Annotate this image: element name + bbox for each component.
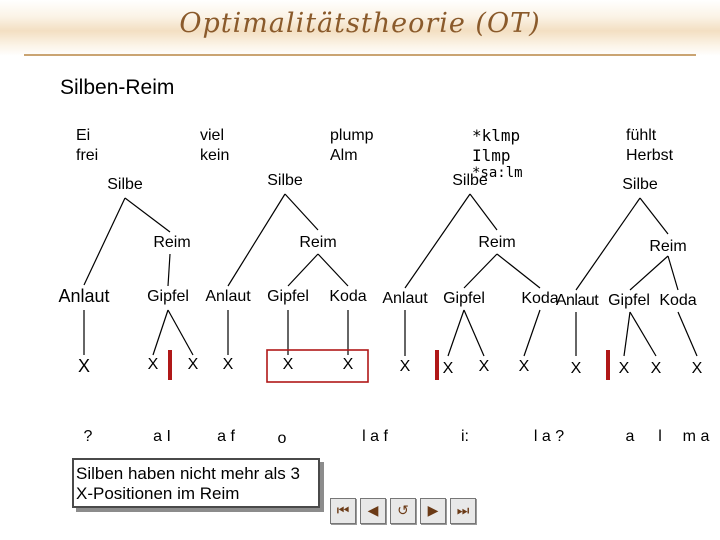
- word-line: Ei: [76, 127, 91, 144]
- word-line: *sa:lm: [472, 165, 523, 181]
- x-slot: X: [187, 356, 199, 373]
- word-group-3: plump Alm: [330, 126, 374, 166]
- silbe-label: Silbe: [622, 176, 658, 193]
- gipfel-label: Gipfel: [608, 292, 650, 309]
- x-slot: X: [222, 356, 234, 373]
- slide-title: Silben-Reim: [60, 76, 175, 99]
- silbe-label: Silbe: [452, 172, 488, 189]
- x-slot: X: [147, 356, 159, 373]
- anlaut-label: Anlaut: [555, 292, 599, 309]
- x-slot: X: [518, 358, 530, 375]
- x-slot: X: [77, 356, 91, 376]
- boundary-marker: [435, 350, 439, 380]
- segment-symbol: o: [277, 430, 287, 447]
- banner-title: Optimalitätstheorie (OT): [179, 8, 541, 39]
- koda-label: Koda: [329, 288, 367, 305]
- boundary-marker: [168, 350, 172, 380]
- silbe-label: Silbe: [267, 172, 303, 189]
- segment-symbol: ?: [83, 428, 93, 445]
- banner-rule: [24, 54, 696, 56]
- segment-symbol: a I: [153, 428, 171, 445]
- boundary-marker: [606, 350, 610, 380]
- gipfel-label: Gipfel: [147, 288, 189, 305]
- reim-label: Reim: [299, 234, 337, 251]
- segment-symbol: l: [658, 428, 662, 445]
- x-slot: X: [442, 360, 454, 377]
- word-group-1: Ei frei: [76, 126, 98, 166]
- x-slot: X: [650, 360, 662, 377]
- return-button[interactable]: ↺: [390, 498, 416, 524]
- first-slide-icon: ⏮: [336, 503, 350, 519]
- x-slot: X: [570, 360, 582, 377]
- segment-symbol: a: [625, 428, 635, 445]
- word-line: Herbst: [626, 147, 674, 164]
- segment-symbol: a f: [217, 428, 235, 445]
- word-line: plump: [330, 127, 374, 144]
- word-line: viel: [200, 127, 225, 144]
- word-line: *klmp: [472, 126, 521, 145]
- anlaut-label: Anlaut: [382, 290, 428, 307]
- word-group-5: fühlt Herbst: [626, 126, 673, 166]
- x-slot: X: [399, 358, 411, 375]
- word-line: Alm: [330, 147, 358, 164]
- reim-label: Reim: [649, 238, 687, 255]
- return-icon: ↺: [397, 503, 409, 519]
- x-slot: X: [342, 356, 354, 373]
- silbe-label: Silbe: [107, 176, 143, 193]
- word-line: Ilmp: [472, 146, 511, 165]
- word-line: frei: [76, 147, 99, 164]
- x-slot: X: [691, 360, 703, 377]
- x-slot: X: [282, 356, 294, 373]
- anlaut-label: Anlaut: [58, 286, 110, 306]
- constraint-note: Silben haben nicht mehr als 3 X-Position…: [72, 458, 320, 508]
- last-slide-icon: ⏭: [456, 503, 470, 519]
- x-slot: X: [618, 360, 630, 377]
- word-group-4: *klmp Ilmp *sa:lm: [472, 126, 523, 180]
- previous-slide-button[interactable]: ◀: [360, 498, 386, 524]
- next-slide-icon: ▶: [427, 503, 439, 519]
- koda-label: Koda: [659, 292, 697, 309]
- reim-label: Reim: [153, 234, 191, 251]
- previous-slide-icon: ◀: [367, 503, 379, 519]
- reim-label: Reim: [478, 234, 516, 251]
- segment-symbol: l a ?: [533, 428, 565, 445]
- word-line: fühlt: [626, 127, 657, 144]
- last-slide-button[interactable]: ⏭: [450, 498, 476, 524]
- segment-symbol: l a f: [362, 428, 388, 445]
- word-line: kein: [200, 147, 230, 164]
- banner-background: [0, 0, 720, 56]
- first-slide-button[interactable]: ⏮: [330, 498, 356, 524]
- segment-symbol: m a: [682, 428, 710, 445]
- banner: Optimalitätstheorie (OT): [0, 0, 720, 56]
- gipfel-label: Gipfel: [267, 288, 309, 305]
- next-slide-button[interactable]: ▶: [420, 498, 446, 524]
- gipfel-label: Gipfel: [443, 290, 485, 307]
- anlaut-label: Anlaut: [205, 288, 251, 305]
- word-group-2: viel kein: [200, 126, 229, 166]
- koda-label: Koda: [521, 290, 559, 307]
- x-slot: X: [478, 358, 490, 375]
- segment-symbol: i:: [461, 428, 469, 445]
- rhyme-box-marker: [266, 349, 369, 383]
